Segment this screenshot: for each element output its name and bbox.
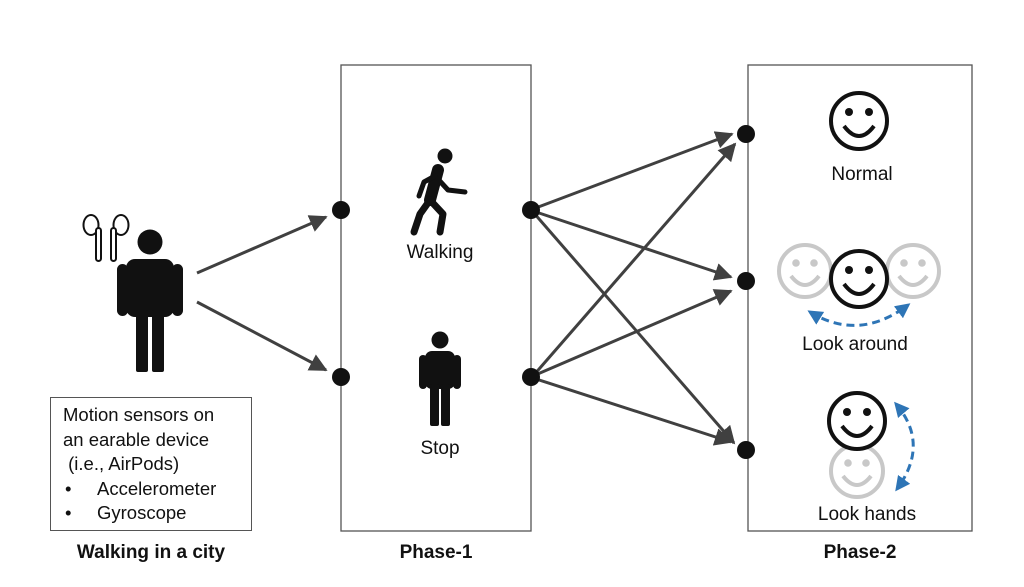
airpods-icon (82, 214, 130, 262)
person-standing-icon (117, 229, 183, 372)
arrows-phase1-to-phase2 (531, 131, 737, 446)
node-phase1-walking-in (332, 201, 350, 219)
phase1-state-walking-label: Walking (407, 242, 474, 263)
phase2-state-normal-label: Normal (831, 164, 892, 185)
smiley-face-icon (829, 249, 889, 309)
phase1-box (340, 64, 532, 532)
ghost-face-lower-icon (829, 443, 885, 499)
curved-double-arrow-icon (894, 401, 915, 492)
ghost-face-right-icon (885, 243, 941, 299)
input-stage-title: Walking in a city (77, 542, 226, 563)
bullet: • (65, 502, 72, 523)
node-phase2-normal (737, 125, 755, 143)
node-phase2-look-around (737, 272, 755, 290)
sensor-box-line: (i.e., AirPods) (63, 453, 180, 474)
stop-person-icon (419, 331, 461, 426)
sensor-item-label: Gyroscope (97, 502, 187, 523)
walking-person-icon (410, 148, 468, 236)
node-phase1-stop-in (332, 368, 350, 386)
smiley-face-icon (829, 91, 889, 151)
sensor-box-line: an earable device (63, 428, 210, 450)
phase2-title: Phase-2 (824, 542, 897, 563)
nodes (332, 125, 755, 459)
sensor-description-box: Motion sensors on an earable device (i.e… (50, 397, 252, 531)
phase1-title: Phase-1 (400, 542, 473, 563)
smiley-face-icon (827, 391, 887, 451)
phase2-state-look-hands-label: Look hands (818, 504, 916, 525)
sensor-item-label: Accelerometer (97, 477, 217, 499)
ghost-face-left-icon (777, 243, 833, 299)
arrows-input-to-phase1 (196, 215, 328, 372)
phase2-state-look-around-label: Look around (802, 334, 908, 355)
phase1-state-stop-label: Stop (420, 438, 459, 459)
sensor-item: • Gyroscope (63, 501, 251, 526)
node-phase2-look-hands (737, 441, 755, 459)
phase2-box (747, 64, 973, 532)
node-phase1-walking-out (522, 201, 540, 219)
sensor-box-line: Motion sensors on (63, 404, 215, 425)
node-phase1-stop-out (522, 368, 540, 386)
bullet: • (65, 477, 72, 499)
curved-double-arrow-icon (807, 303, 911, 327)
sensor-item: • Accelerometer (63, 477, 251, 502)
